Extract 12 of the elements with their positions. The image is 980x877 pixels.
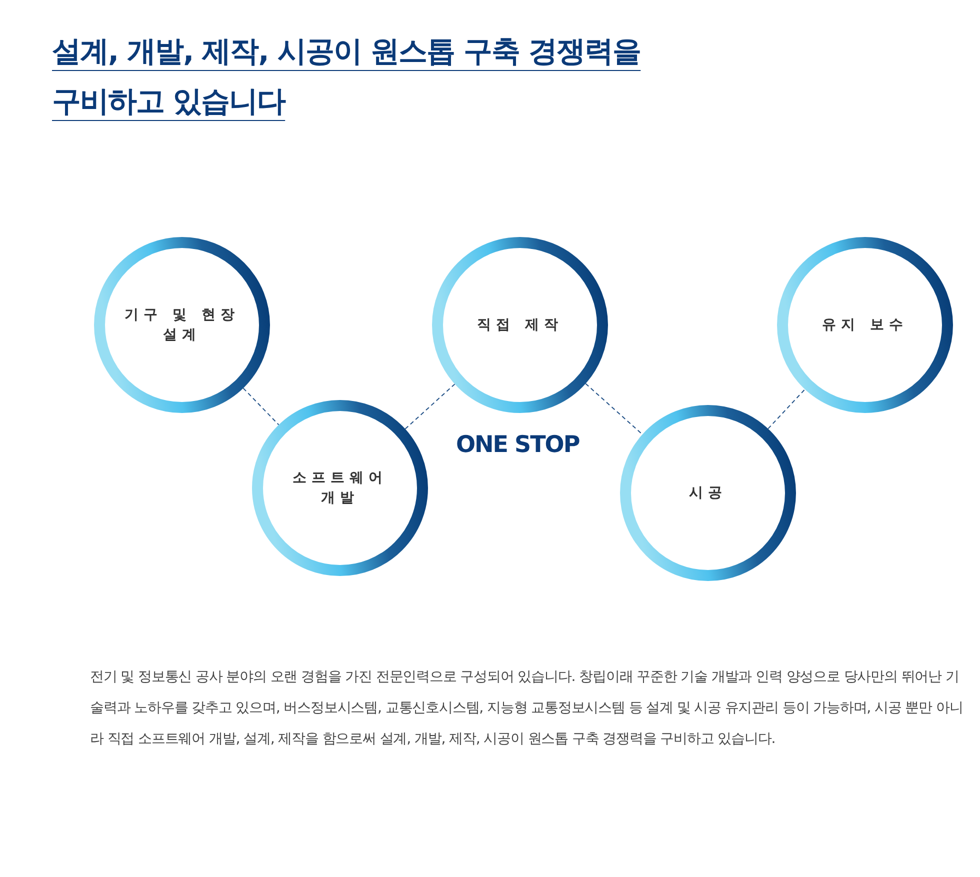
node-label: 직접 제작 — [476, 316, 564, 335]
connector-line — [404, 384, 456, 430]
center-label: ONE STOP — [456, 432, 580, 458]
heading: 설계, 개발, 제작, 시공이 원스톱 구축 경쟁력을 구비하고 있습니다 — [52, 33, 642, 120]
node-label: 시공 — [688, 484, 728, 503]
connector-line — [768, 388, 806, 430]
node-label: 기구 및 현장설계 — [124, 306, 240, 345]
node-label: 유지 보수 — [821, 316, 909, 335]
connector-line — [585, 383, 643, 435]
connector-line — [242, 388, 280, 426]
description-paragraph: 전기 및 정보통신 공사 분야의 오랜 경험을 가진 전문인력으로 구성되어 있습니다. 창립이래 꾸준한 기술 개발과 인력 양성으로 당사만의 뛰어난 기술력과 노하우를 갖추고 있으며, 버스정보시스템, 교통신호시스템, 지능형 교통정보시스템 등 설계 및 시공 유지관리 등이 가능하며, 시공 뿐만 아니라 직접 소프트웨어 개발, 설계, 제작을 함으로써 설계, 개발, 제작, 시공이 원스톱 구축 경쟁력을 구비하고 있습니다. — [90, 668, 964, 749]
node-label: 소프트웨어 개발 — [292, 469, 388, 508]
